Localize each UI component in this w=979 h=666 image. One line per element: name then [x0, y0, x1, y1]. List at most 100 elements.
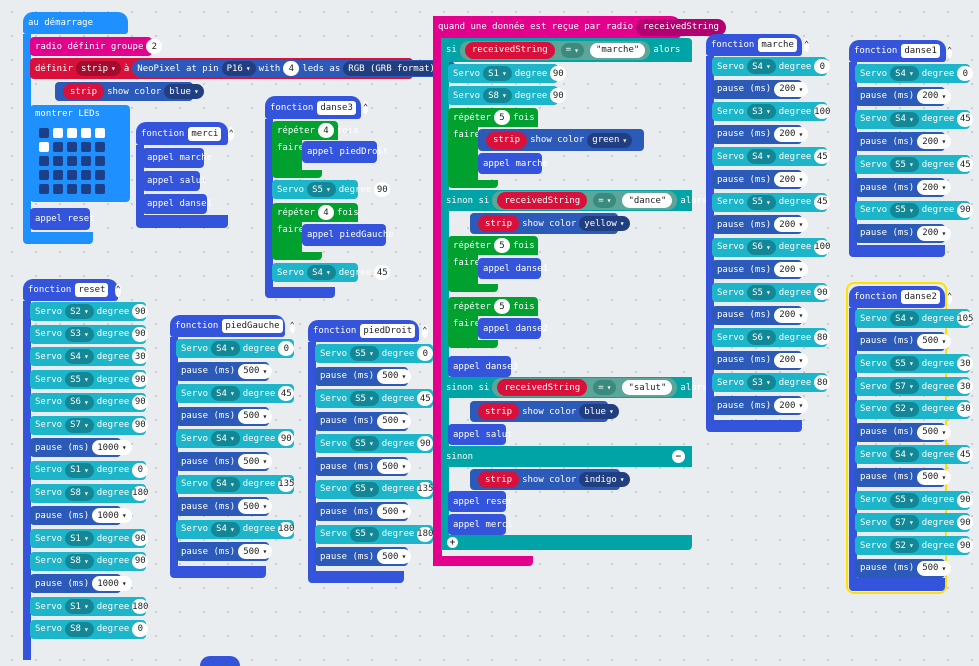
servo-block[interactable]: ServoS1degree0 — [30, 460, 149, 480]
led-1-3[interactable] — [81, 142, 91, 152]
servo-port-dropdown[interactable]: S4 — [211, 431, 240, 447]
degree-value[interactable]: 45 — [814, 149, 831, 165]
servo-block[interactable]: ServoS8degree90 — [30, 551, 149, 571]
degree-value[interactable]: 90 — [957, 202, 974, 218]
led-4-2[interactable] — [67, 184, 77, 194]
radio-received-hat[interactable]: quand une donnée est reçue par radio rec… — [433, 16, 726, 38]
degree-value[interactable]: 80 — [814, 375, 831, 391]
collapse-icon[interactable]: ⌃ — [228, 127, 234, 140]
servo-port-dropdown[interactable]: S8 — [65, 553, 94, 569]
degree-value[interactable]: 90 — [278, 431, 295, 447]
repeat-count[interactable]: 4 — [317, 205, 334, 220]
pause-duration-dropdown[interactable]: 500 — [238, 363, 273, 379]
strip-variable[interactable]: strip — [478, 403, 520, 420]
servo-port-dropdown[interactable]: S1 — [483, 66, 512, 81]
strip-show-color-block[interactable]: strip show color yellow — [470, 213, 630, 234]
degree-value[interactable]: 30 — [957, 379, 974, 395]
degree-value[interactable]: 30 — [132, 349, 149, 365]
pause-block[interactable]: pause (ms)500 — [855, 331, 952, 351]
degree-value[interactable]: 30 — [957, 356, 974, 372]
pause-block[interactable]: pause (ms)200 — [712, 396, 809, 415]
received-string-var[interactable]: receivedString — [497, 192, 588, 209]
function-merci-hat[interactable]: fonction merci ⌃ — [136, 122, 234, 145]
collapse-icon[interactable]: ⌃ — [115, 283, 121, 297]
function-reset-hat[interactable]: fonction reset ⌃ — [23, 279, 121, 301]
compare-block[interactable]: receivedString = "salut" — [492, 378, 678, 397]
servo-port-dropdown[interactable]: S4 — [211, 476, 240, 492]
string-salut[interactable]: "salut" — [622, 380, 673, 395]
call-danse3-block[interactable]: appel danse3 — [448, 356, 518, 377]
degree-value[interactable]: 135 — [278, 476, 294, 492]
pause-block[interactable]: pause (ms)200 — [855, 86, 952, 106]
function-marche-hat[interactable]: fonction marche ⌃ — [706, 34, 810, 56]
degree-value[interactable]: 45 — [957, 111, 974, 127]
servo-port-dropdown[interactable]: S3 — [65, 326, 94, 342]
repeat-count[interactable]: 4 — [317, 123, 334, 138]
degree-value[interactable]: 90 — [132, 326, 149, 342]
strip-variable[interactable]: strip — [478, 215, 520, 232]
radio-set-group-block[interactable]: radio définir groupe 2 — [30, 37, 163, 56]
pause-duration-dropdown[interactable]: 200 — [774, 126, 809, 142]
pause-block[interactable]: pause (ms)200 — [712, 79, 809, 99]
servo-port-dropdown[interactable]: S1 — [65, 531, 94, 546]
led-1-1[interactable] — [53, 142, 63, 152]
led-2-4[interactable] — [95, 156, 105, 166]
pause-duration-dropdown[interactable]: 500 — [238, 454, 273, 469]
led-1-4[interactable] — [95, 142, 105, 152]
pause-block[interactable]: pause (ms)500 — [855, 422, 952, 442]
degree-value[interactable]: 90 — [132, 394, 149, 410]
color-dropdown[interactable]: yellow — [579, 216, 630, 231]
strip-show-color-block[interactable]: strip show color indigo — [470, 469, 630, 490]
call-merci-block[interactable]: appel merci — [448, 514, 513, 535]
servo-port-dropdown[interactable]: S6 — [747, 239, 776, 255]
servo-block[interactable]: ServoS5degree90 — [315, 434, 434, 454]
degree-value[interactable]: 90 — [132, 417, 149, 433]
degree-value[interactable]: 0 — [417, 346, 434, 361]
color-dropdown[interactable]: blue — [164, 84, 204, 99]
servo-port-dropdown[interactable]: S2 — [890, 538, 919, 553]
pause-block[interactable]: pause (ms)500 — [176, 406, 273, 426]
degree-value[interactable]: 45 — [417, 391, 434, 407]
pause-block[interactable]: pause (ms)500 — [315, 411, 412, 431]
servo-block[interactable]: ServoS3degree90 — [30, 324, 149, 344]
servo-block[interactable]: ServoS3degree80 — [712, 373, 831, 393]
collapse-icon[interactable]: ⌃ — [422, 324, 428, 338]
degree-value[interactable]: 0 — [957, 66, 974, 81]
function-piedgauche-hat[interactable]: fonction piedGauche ⌃ — [170, 315, 295, 337]
pause-duration-dropdown[interactable]: 200 — [774, 262, 809, 278]
collapse-icon[interactable]: ⌃ — [946, 290, 953, 304]
pause-block[interactable]: pause (ms)500 — [176, 452, 273, 471]
servo-block[interactable]: ServoS4degree0 — [176, 339, 295, 358]
servo-port-dropdown[interactable]: S3 — [747, 375, 776, 391]
pause-duration-dropdown[interactable]: 500 — [917, 560, 952, 576]
servo-port-dropdown[interactable]: S5 — [350, 526, 379, 542]
servo-port-dropdown[interactable]: S6 — [65, 394, 94, 410]
else-block[interactable]: sinon − — [441, 446, 692, 467]
degree-value[interactable]: 45 — [814, 194, 831, 210]
pause-block[interactable]: pause (ms)500 — [176, 361, 273, 381]
received-string-var[interactable]: receivedString — [464, 41, 555, 59]
pause-duration-dropdown[interactable]: 1000 — [92, 440, 132, 456]
repeat-block[interactable]: répéter 4 fois — [272, 203, 359, 222]
pause-block[interactable]: pause (ms)500 — [176, 542, 273, 562]
servo-block[interactable]: ServoS5degree135 — [315, 479, 433, 499]
pause-duration-dropdown[interactable]: 200 — [774, 307, 809, 323]
servo-port-dropdown[interactable]: S2 — [890, 401, 919, 417]
servo-port-dropdown[interactable]: S7 — [65, 417, 94, 433]
servo-block[interactable]: ServoS2degree90 — [855, 536, 974, 555]
pause-duration-dropdown[interactable]: 1000 — [92, 508, 132, 524]
pause-duration-dropdown[interactable]: 500 — [377, 504, 412, 520]
servo-block[interactable]: ServoS4degree30 — [30, 347, 149, 367]
call-reset-block[interactable]: appel reset — [30, 208, 95, 230]
function-name-danse3[interactable]: danse3 — [317, 100, 356, 115]
function-name-piedgauche[interactable]: piedGauche — [222, 319, 283, 333]
neopixel-create-block[interactable]: NeoPixel at pin P16 with 4 leds as RGB (… — [132, 60, 456, 77]
pause-block[interactable]: pause (ms)500 — [176, 497, 273, 517]
call-danse1-block[interactable]: appel danse1 — [478, 258, 548, 279]
pause-duration-dropdown[interactable]: 500 — [238, 408, 273, 424]
call-reset-block[interactable]: appel reset — [448, 491, 513, 512]
strip-show-color-block[interactable]: strip show color blue — [55, 82, 204, 101]
offscreen-function-hat[interactable] — [200, 656, 240, 666]
pause-block[interactable]: pause (ms)500 — [855, 558, 952, 578]
servo-block[interactable]: ServoS5degree30 — [855, 354, 974, 374]
